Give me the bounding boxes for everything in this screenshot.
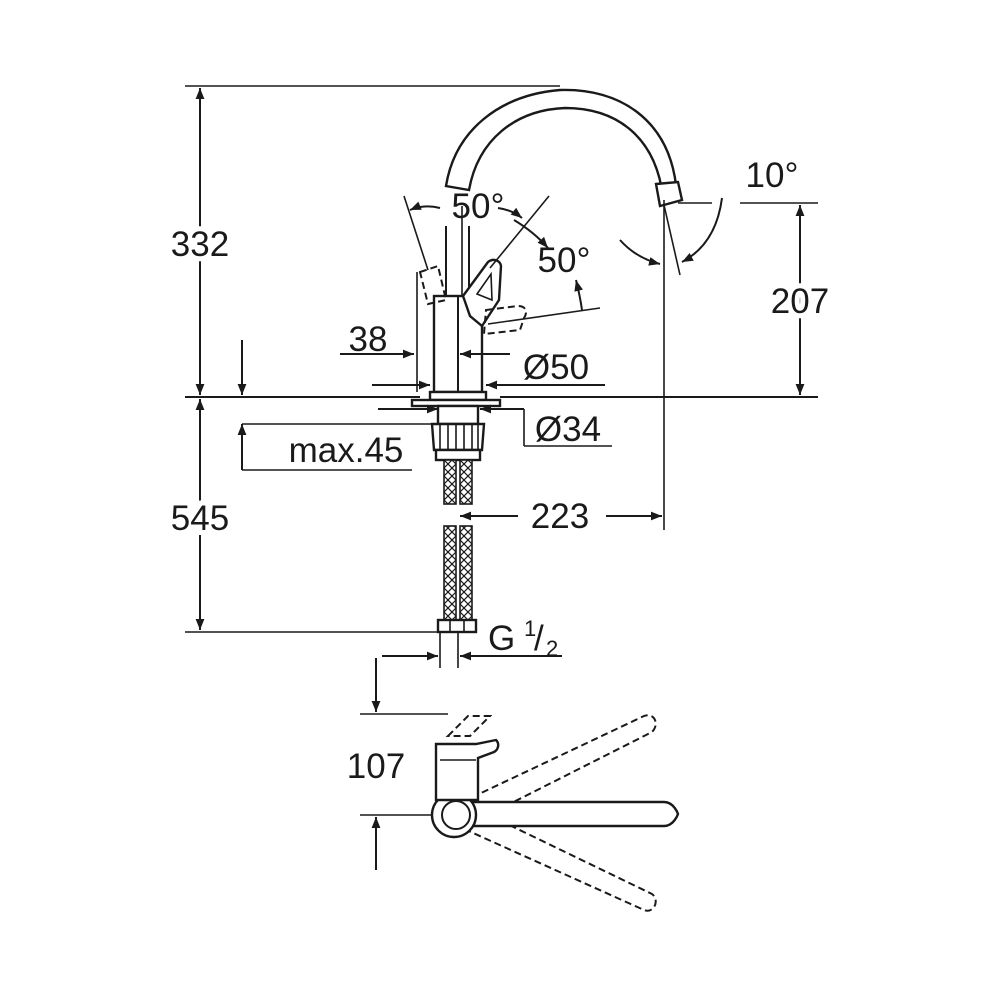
mount-nut-lower	[434, 448, 482, 462]
hose-lower-left	[443, 525, 457, 621]
hose-fitting	[436, 618, 478, 634]
dim-207-label: 207	[771, 282, 829, 321]
mount-nut	[430, 422, 486, 452]
plan-body	[434, 738, 500, 802]
hose-lower-right	[459, 525, 473, 621]
dim-d50-label: Ø50	[523, 348, 589, 387]
dim-38-label: 38	[349, 320, 388, 359]
handle-swing-side-arc-bottom	[574, 279, 583, 311]
plan-lever-dashed-lower	[460, 804, 657, 912]
spout-angle-label: 10°	[746, 156, 799, 195]
dim-545-label: 545	[171, 499, 229, 538]
base-ring	[428, 390, 488, 402]
plan-handle-dashed	[445, 715, 493, 737]
mount-shank	[436, 404, 480, 426]
spout	[444, 88, 678, 200]
plan-view: 107	[347, 658, 680, 912]
plan-lever-dashed-upper	[460, 714, 657, 826]
dim-g12-label-g: G	[488, 619, 515, 658]
plan-lever	[454, 800, 680, 828]
lever-dashed-up	[418, 264, 448, 306]
dim-332-label: 332	[171, 225, 229, 264]
dim-g12-label-den: 2	[546, 636, 558, 661]
dim-d34-label: Ø34	[535, 410, 601, 449]
handle-swing-up-arc-right	[497, 207, 523, 219]
spout-tip	[654, 180, 684, 208]
handle-swing-up-label: 50°	[452, 187, 505, 226]
hose-upper-left	[443, 459, 457, 505]
mount-nut-ribs	[439, 425, 479, 449]
dim-107-label: 107	[347, 747, 405, 786]
side-view: 332 545 207 10° 223 50° 50°	[166, 85, 834, 668]
handle-swing-side-arc-top	[513, 219, 549, 249]
spout-angle-arc-left	[619, 239, 661, 266]
dim-g12-label-num: 1	[524, 616, 536, 641]
dim-223-label: 223	[531, 497, 589, 536]
dim-g12-label-slash: /	[534, 619, 544, 658]
dim-max45-label: max.45	[289, 431, 404, 470]
lever-dashed-side	[482, 304, 527, 336]
lever-handle-inner	[475, 271, 493, 302]
handle-swing-up-arc-left	[409, 201, 441, 211]
hose-upper-right	[459, 459, 473, 505]
spout-angle-arc-right	[681, 197, 723, 263]
handle-swing-side-label: 50°	[538, 241, 591, 280]
